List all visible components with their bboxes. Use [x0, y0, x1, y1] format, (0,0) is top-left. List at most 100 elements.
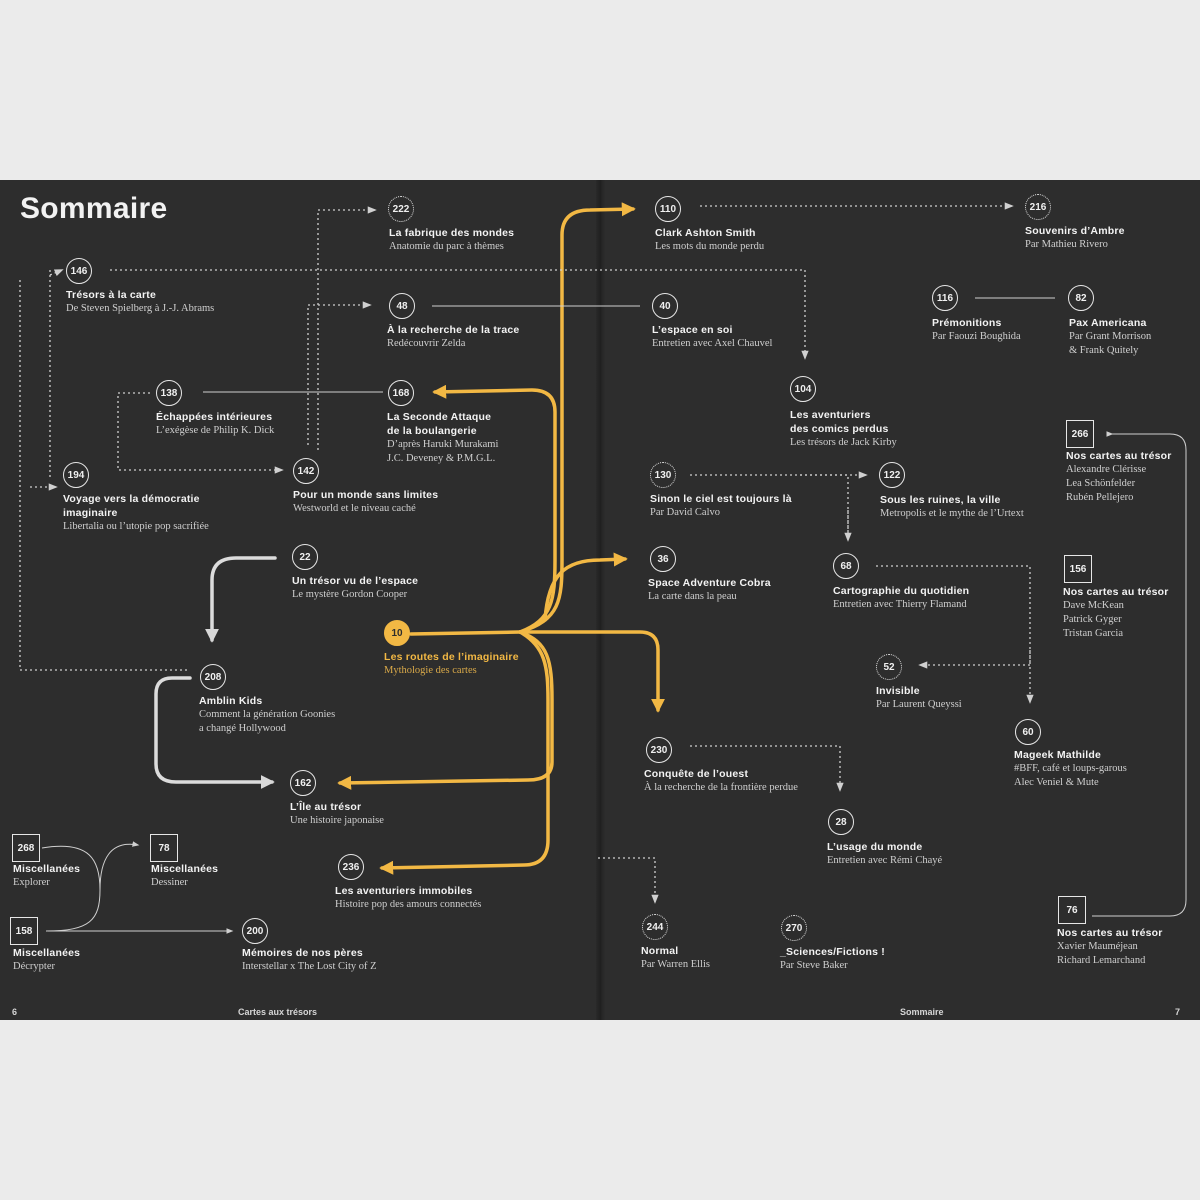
page-badge-76[interactable]: 76: [1058, 896, 1086, 924]
page-badge-216[interactable]: 216: [1025, 194, 1051, 220]
entry-subtitle: Par Faouzi Boughida: [932, 331, 1021, 342]
entry-title: Invisible: [876, 685, 920, 697]
page-badge-40[interactable]: 40: [652, 293, 678, 319]
page-badge-10[interactable]: 10: [384, 620, 410, 646]
entry-title: L’espace en soi: [652, 324, 733, 336]
entry-title: Les routes de l’imaginaire: [384, 651, 519, 663]
page-badge-110[interactable]: 110: [655, 196, 681, 222]
page-badge-68[interactable]: 68: [833, 553, 859, 579]
page-badge-168[interactable]: 168: [388, 380, 414, 406]
page-badge-208[interactable]: 208: [200, 664, 226, 690]
entry-subtitle: Metropolis et le mythe de l’Urtext: [880, 508, 1024, 519]
link-266-76: [1092, 431, 1187, 917]
page-badge-268[interactable]: 268: [12, 834, 40, 862]
page-badge-122[interactable]: 122: [879, 462, 905, 488]
toc-entry-60[interactable]: Mageek Mathilde#BFF, café et loups-garou…: [1014, 748, 1127, 790]
page-badge-36[interactable]: 36: [650, 546, 676, 572]
entry-subtitle: Décrypter: [13, 961, 55, 972]
gold-to-110: [518, 202, 636, 634]
entry-title: _Sciences/Fictions !: [780, 946, 885, 958]
link-to-146: [49, 269, 64, 277]
page-badge-104[interactable]: 104: [790, 376, 816, 402]
page-badge-60[interactable]: 60: [1015, 719, 1041, 745]
dotted-connectors: [19, 202, 1034, 904]
link-100: [19, 280, 190, 671]
entry-subtitle: Par David Calvo: [650, 507, 720, 518]
entry-title: Nos cartes au trésor: [1057, 927, 1163, 939]
entry-title: Pax Americana: [1069, 317, 1147, 329]
page-badge-270[interactable]: 270: [781, 915, 807, 941]
page-badge-156[interactable]: 156: [1064, 555, 1092, 583]
entry-title: À la recherche de la trace: [387, 324, 520, 336]
page-number-left: 6: [12, 1007, 18, 1017]
page-number-right: 7: [1175, 1007, 1181, 1017]
running-title-right: Sommaire: [900, 1007, 944, 1017]
page-badge-28[interactable]: 28: [828, 809, 854, 835]
toc-entry-270[interactable]: _Sciences/Fictions !Par Steve Baker: [780, 945, 885, 973]
page-badge-52[interactable]: 52: [876, 654, 902, 680]
page-badge-142[interactable]: 142: [293, 458, 319, 484]
running-title-left: Cartes aux trésors: [238, 1007, 318, 1017]
page-badge-236[interactable]: 236: [338, 854, 364, 880]
page-badge-244[interactable]: 244: [642, 914, 668, 940]
page-badge-200[interactable]: 200: [242, 918, 268, 944]
link-misc-268: [41, 845, 101, 891]
page-title: Sommaire: [20, 192, 168, 225]
page-badge-266[interactable]: 266: [1066, 420, 1094, 448]
entry-subtitle: Anatomie du parc à thèmes: [389, 241, 504, 252]
page-badge-230[interactable]: 230: [646, 737, 672, 763]
page-badge-158[interactable]: 158: [10, 917, 38, 945]
page-badge-146[interactable]: 146: [66, 258, 92, 284]
entry-subtitle: Interstellar x The Lost City of Z: [242, 961, 377, 972]
page-badge-138[interactable]: 138: [156, 380, 182, 406]
page-badge-116[interactable]: 116: [932, 285, 958, 311]
page-badge-48[interactable]: 48: [389, 293, 415, 319]
page-badge-82[interactable]: 82: [1068, 285, 1094, 311]
page-badge-222[interactable]: 222: [388, 196, 414, 222]
entry-subtitle: Libertalia ou l’utopie pop sacrifiée: [63, 521, 209, 532]
page-badge-78[interactable]: 78: [150, 834, 178, 862]
page-badge-22[interactable]: 22: [292, 544, 318, 570]
link-222: [317, 206, 377, 450]
entry-title: La fabrique des mondes: [389, 227, 515, 239]
entry-title: Les aventuriers des comics perdus: [790, 409, 889, 435]
page-badge-194[interactable]: 194: [63, 462, 89, 488]
entry-subtitle: D’après Haruki Murakami J.C. Deveney & P…: [387, 439, 499, 464]
page-badge-162[interactable]: 162: [290, 770, 316, 796]
page-badge-130[interactable]: 130: [650, 462, 676, 488]
